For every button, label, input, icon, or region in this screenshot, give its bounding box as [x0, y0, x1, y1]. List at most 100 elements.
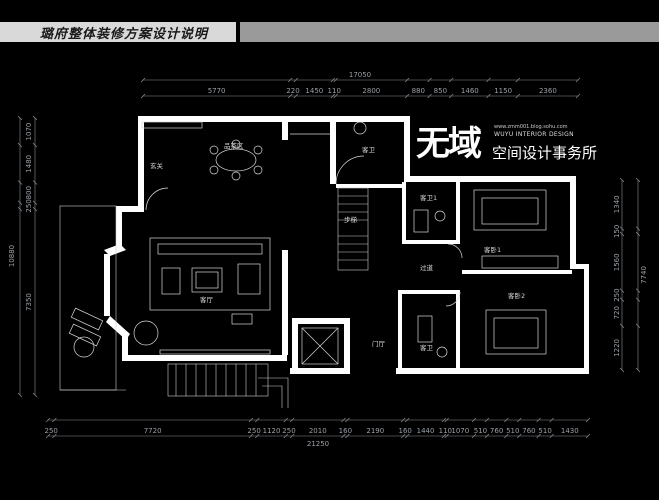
dimension-bottom-segment: 250	[282, 427, 295, 435]
dimension-tick	[404, 77, 410, 83]
dimension-bottom-segment: 160	[399, 427, 412, 435]
dimension-tick	[471, 433, 477, 439]
dimension-right-segment: 150	[613, 225, 621, 238]
dimension-tick	[52, 417, 57, 423]
room-label-tea-area: 品茶区	[224, 141, 244, 150]
room-label-bath-2: 客卫	[420, 343, 434, 352]
dimension-tick	[444, 417, 449, 423]
dimension-tick	[585, 433, 591, 439]
dimension-tick	[404, 417, 410, 423]
dimension-bottom-segment: 250	[44, 427, 57, 435]
dimension-tick	[536, 417, 541, 423]
dimension-right-segment: 720	[613, 306, 621, 319]
dimension-tick	[32, 206, 38, 212]
dimension-top-segment: 2360	[539, 87, 557, 95]
dimension-tick	[448, 93, 454, 99]
dimension-tick	[140, 77, 146, 83]
dimension-bottom-segment: 1440	[417, 427, 435, 435]
dimension-tick	[427, 93, 432, 99]
dimension-tick	[400, 417, 406, 423]
room-label-corridor: 过道	[420, 263, 434, 272]
dimension-tick	[293, 77, 299, 83]
dimension-tick	[635, 226, 641, 231]
studio-logo: 无域 www.zmm001.blog.sohu.com WUYU INTERIO…	[416, 118, 616, 168]
dimension-tick	[619, 177, 625, 183]
dimension-tick	[248, 417, 254, 423]
dimension-tick	[484, 433, 490, 439]
title-banner-bar	[0, 22, 236, 42]
dimension-tick	[289, 417, 295, 423]
dimension-top-segment: 850	[434, 87, 447, 95]
dimension-top-segment: 220	[286, 87, 299, 95]
dimension-top-segment: 5770	[208, 87, 226, 95]
room-label-guest-wc: 客卫	[362, 145, 376, 154]
logo-mark: 无域	[416, 124, 482, 164]
dimension-tick	[536, 433, 541, 439]
dimension-tick	[341, 417, 346, 423]
dimension-tick	[283, 433, 289, 439]
dimension-tick	[441, 417, 447, 423]
dimension-tick	[486, 77, 491, 83]
dimension-tick	[17, 142, 23, 148]
dimension-tick	[444, 433, 449, 439]
dimension-bottom-segment: 760	[490, 427, 503, 435]
walls	[104, 116, 589, 374]
dimension-tick	[549, 417, 554, 423]
dimension-top-segment: 1150	[494, 87, 512, 95]
dimension-top-total: 17050	[349, 71, 371, 79]
dimension-tick	[404, 433, 410, 439]
furniture	[68, 121, 559, 358]
dimension-right-segment: 250	[613, 288, 621, 301]
dimension-bottom-segment: 2190	[366, 427, 384, 435]
dimension-tick	[140, 93, 146, 99]
dimension-tick	[441, 433, 447, 439]
dimension-tick	[575, 93, 581, 99]
dimension-tick	[635, 367, 641, 373]
dimension-tick	[17, 206, 23, 212]
dimension-bottom-segment: 1120	[263, 427, 281, 435]
dimension-bottom-segment: 2010	[309, 427, 327, 435]
room-label-foyer: 玄关	[150, 161, 164, 170]
dimension-bottom-segment: 760	[522, 427, 535, 435]
dimension-top-segment: 2800	[362, 87, 380, 95]
dimension-tick	[283, 417, 289, 423]
dimension-tick	[515, 93, 521, 99]
dimension-tick	[52, 433, 57, 439]
dimension-tick	[549, 433, 554, 439]
dimension-right-segment: 1340	[613, 195, 621, 213]
dimension-tick	[287, 77, 293, 83]
dimension-tick	[255, 433, 260, 439]
dimension-bottom-segment: 7720	[144, 427, 162, 435]
dimension-tick	[345, 417, 350, 423]
dimension-tick	[45, 417, 51, 423]
dimension-bottom-segment: 250	[247, 427, 260, 435]
room-label-bedroom-1: 客卧1	[484, 245, 501, 254]
dimension-tick	[255, 417, 260, 423]
dimension-tick	[619, 367, 625, 373]
dimension-tick	[333, 77, 338, 83]
title-banner: 璐府整体装修方案设计说明	[0, 22, 659, 42]
dimension-tick	[517, 417, 522, 423]
dimension-right-segment: 1560	[613, 253, 621, 271]
dimension-tick	[619, 226, 625, 231]
dimension-tick	[32, 180, 38, 185]
dimension-right-total: 7740	[640, 266, 648, 284]
dimension-tick	[17, 200, 23, 205]
dimension-tick	[504, 433, 509, 439]
dimension-top-segment: 880	[412, 87, 425, 95]
dimension-tick	[635, 288, 641, 293]
dimension-bottom-segment: 510	[474, 427, 487, 435]
dimension-tick	[619, 297, 625, 302]
dimension-tick	[45, 433, 51, 439]
dimension-bottom-segment: 1070	[451, 427, 469, 435]
dimension-left-segment: 1070	[25, 123, 33, 141]
dimension-tick	[17, 392, 23, 398]
dimension-left-segment: 1480	[25, 155, 33, 173]
dimension-bottom-segment: 510	[538, 427, 551, 435]
dimension-tick	[404, 93, 410, 99]
dimension-tick	[635, 231, 641, 237]
dimension-tick	[448, 77, 454, 83]
dimension-tick	[17, 115, 23, 121]
dimension-tick	[635, 177, 641, 183]
